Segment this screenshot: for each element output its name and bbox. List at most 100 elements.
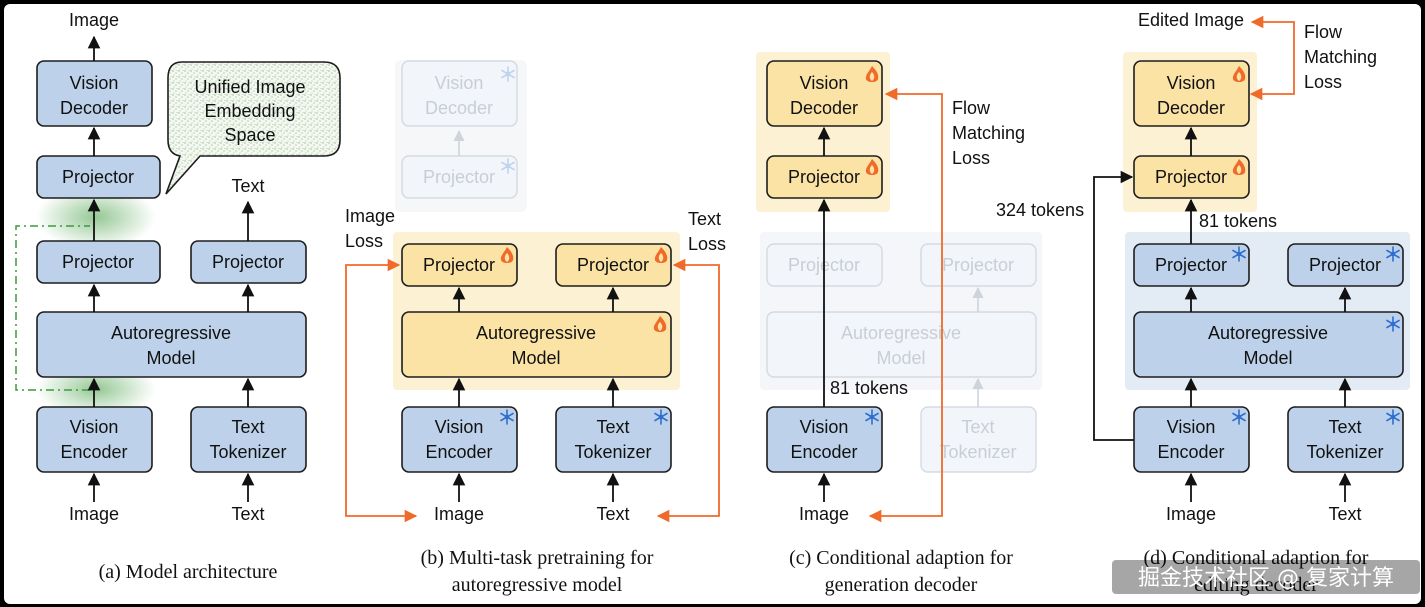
svg-text:Projector: Projector <box>788 167 860 187</box>
svg-text:Decoder: Decoder <box>790 98 858 118</box>
b-input-text: Text <box>596 504 629 524</box>
svg-text:Unified Image: Unified Image <box>194 77 305 97</box>
svg-text:Decoder: Decoder <box>1157 98 1225 118</box>
caption-d-line2: editing decoder <box>1194 574 1318 596</box>
c-autoregressive-model-faded: Autoregressive Model <box>766 311 1037 378</box>
svg-text:Encoder: Encoder <box>425 442 492 462</box>
svg-text:Autoregressive: Autoregressive <box>841 323 961 343</box>
c-81-tokens: 81 tokens <box>830 378 908 398</box>
svg-text:Encoder: Encoder <box>790 442 857 462</box>
svg-text:Encoder: Encoder <box>60 442 127 462</box>
a-output-text: Text <box>231 176 264 196</box>
a-input-image: Image <box>69 504 119 524</box>
svg-text:Tokenizer: Tokenizer <box>1306 442 1383 462</box>
b-vision-encoder: Vision Encoder <box>401 406 518 473</box>
svg-text:Vision: Vision <box>1167 417 1216 437</box>
svg-text:Projector: Projector <box>1309 255 1381 275</box>
a-input-text: Text <box>231 504 264 524</box>
caption-d-line1: (d) Conditional adaption for <box>1144 547 1369 569</box>
caption-a: (a) Model architecture <box>99 561 278 583</box>
d-vision-encoder: Vision Encoder <box>1133 406 1250 473</box>
svg-text:Tokenizer: Tokenizer <box>209 442 286 462</box>
d-text-tokenizer: Text Tokenizer <box>1287 406 1404 473</box>
d-projector-image: Projector <box>1133 243 1250 287</box>
c-vision-encoder: Vision Encoder <box>766 406 883 473</box>
panel-b: Vision Decoder Projector Projector Proje… <box>345 60 726 596</box>
svg-text:Projector: Projector <box>1155 167 1227 187</box>
c-projector-top: Projector <box>766 155 883 199</box>
c-flow-matching-loss: Flow <box>952 98 991 118</box>
svg-text:Projector: Projector <box>423 167 495 187</box>
svg-text:Projector: Projector <box>577 255 649 275</box>
svg-text:Vision: Vision <box>435 73 484 93</box>
svg-text:Loss: Loss <box>952 148 990 168</box>
svg-text:Projector: Projector <box>423 255 495 275</box>
svg-text:Tokenizer: Tokenizer <box>939 442 1016 462</box>
svg-text:Projector: Projector <box>212 252 284 272</box>
svg-text:Loss: Loss <box>688 234 726 254</box>
d-edited-image: Edited Image <box>1138 10 1244 30</box>
c-vision-decoder: Vision Decoder <box>766 60 883 127</box>
svg-text:Projector: Projector <box>62 167 134 187</box>
svg-text:Loss: Loss <box>345 231 383 251</box>
panel-d: Vision Decoder Projector Projector Proje… <box>996 10 1410 596</box>
svg-text:Vision: Vision <box>435 417 484 437</box>
d-flow-matching-loss: Flow <box>1304 22 1343 42</box>
caption-b-line1: (b) Multi-task pretraining for <box>421 547 654 569</box>
svg-text:Vision: Vision <box>70 73 119 93</box>
svg-text:Projector: Projector <box>1155 255 1227 275</box>
svg-text:Text: Text <box>961 417 994 437</box>
svg-text:Model: Model <box>1243 348 1292 368</box>
svg-text:Autoregressive: Autoregressive <box>111 323 231 343</box>
a-output-image: Image <box>69 10 119 30</box>
svg-text:Space: Space <box>224 125 275 145</box>
svg-text:Autoregressive: Autoregressive <box>1208 323 1328 343</box>
a-autoregressive-model: Autoregressive Model <box>36 311 307 378</box>
svg-text:Vision: Vision <box>800 417 849 437</box>
svg-text:Tokenizer: Tokenizer <box>574 442 651 462</box>
caption-c-line1: (c) Conditional adaption for <box>789 547 1013 569</box>
svg-text:Vision: Vision <box>800 73 849 93</box>
svg-text:Vision: Vision <box>1167 73 1216 93</box>
svg-text:Model: Model <box>146 348 195 368</box>
d-projector-text: Projector <box>1287 243 1404 287</box>
caption-b-line2: autoregressive model <box>452 574 623 596</box>
watermark: 掘金技术社区 @ 复家计算 <box>1138 566 1394 591</box>
svg-text:Text: Text <box>596 417 629 437</box>
d-input-text: Text <box>1328 504 1361 524</box>
b-input-image: Image <box>434 504 484 524</box>
svg-text:Vision: Vision <box>70 417 119 437</box>
svg-text:Decoder: Decoder <box>425 98 493 118</box>
c-input-image: Image <box>799 504 849 524</box>
svg-text:Projector: Projector <box>62 252 134 272</box>
svg-text:Model: Model <box>876 348 925 368</box>
a-vision-encoder: Vision Encoder <box>36 406 153 473</box>
d-324-tokens: 324 tokens <box>996 200 1084 220</box>
b-text-tokenizer: Text Tokenizer <box>555 406 672 473</box>
panel-c: Vision Decoder Projector Projector Proje… <box>756 52 1042 596</box>
d-input-image: Image <box>1166 504 1216 524</box>
a-text-tokenizer: Text Tokenizer <box>190 406 307 473</box>
unified-embedding-bubble: Unified Image Embedding Space <box>165 61 341 195</box>
architecture-diagram: Vision Decoder Projector Projector Proje… <box>15 10 1420 596</box>
svg-text:Text: Text <box>231 417 264 437</box>
b-text-loss: Text <box>688 209 721 229</box>
d-projector-top: Projector <box>1133 155 1250 199</box>
a-projector-top: Projector <box>36 155 161 199</box>
b-projector-text: Projector <box>555 243 672 287</box>
svg-text:Autoregressive: Autoregressive <box>476 323 596 343</box>
caption-c-line2: generation decoder <box>825 574 978 596</box>
svg-text:Model: Model <box>511 348 560 368</box>
svg-text:Matching: Matching <box>952 123 1025 143</box>
c-text-tokenizer-faded: Text Tokenizer <box>920 406 1037 473</box>
a-projector-image: Projector <box>36 240 161 284</box>
panel-a: Vision Decoder Projector Projector Proje… <box>15 10 341 583</box>
svg-text:Projector: Projector <box>942 255 1014 275</box>
a-projector-text: Projector <box>190 240 307 284</box>
b-projector-image: Projector <box>401 243 518 287</box>
c-projector-text-faded: Projector <box>920 243 1037 287</box>
d-81-tokens: 81 tokens <box>1199 211 1277 231</box>
svg-text:Decoder: Decoder <box>60 98 128 118</box>
a-vision-decoder: Vision Decoder <box>36 60 153 127</box>
b-vision-decoder-faded: Vision Decoder <box>401 60 518 127</box>
